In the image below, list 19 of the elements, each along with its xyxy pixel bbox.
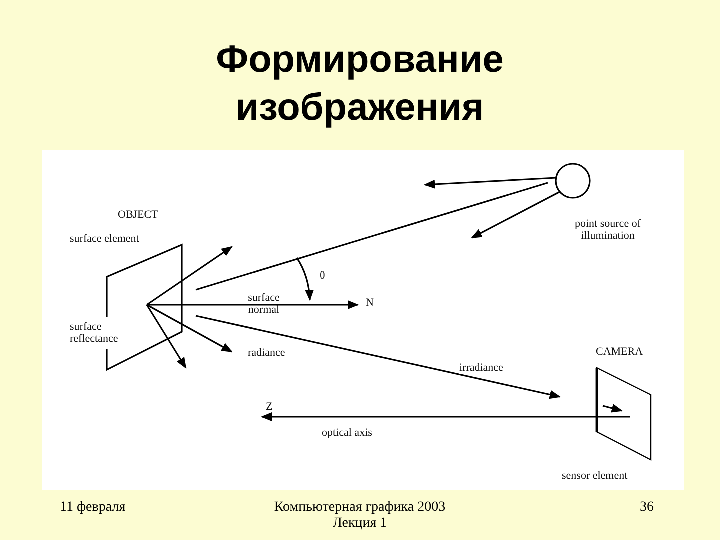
axis-label: N [366,297,374,309]
page-number: 36 [640,500,654,516]
light-ray [196,315,562,400]
axis-label: Z [266,401,273,413]
edge-label: irradiance [459,362,504,374]
axis-label: surface normal [247,292,281,316]
caption-text: point source of illumination [574,218,642,242]
angle-label: θ [320,270,326,282]
slide-title: Формирование изображения [215,38,505,131]
footer-date: 11 февраля [60,500,126,516]
caption-text: sensor element [562,470,628,482]
node-label: surface reflectance [70,321,120,345]
light-ray [196,182,548,291]
node-heading: OBJECT [118,209,158,221]
footer-text: Компьютерная графика 2003 Лекция 1 [273,500,447,532]
axis-label: optical axis [322,427,372,439]
ray-label: radiance [248,347,286,359]
node-label: surface element [70,233,140,245]
node-heading: CAMERA [596,346,644,358]
